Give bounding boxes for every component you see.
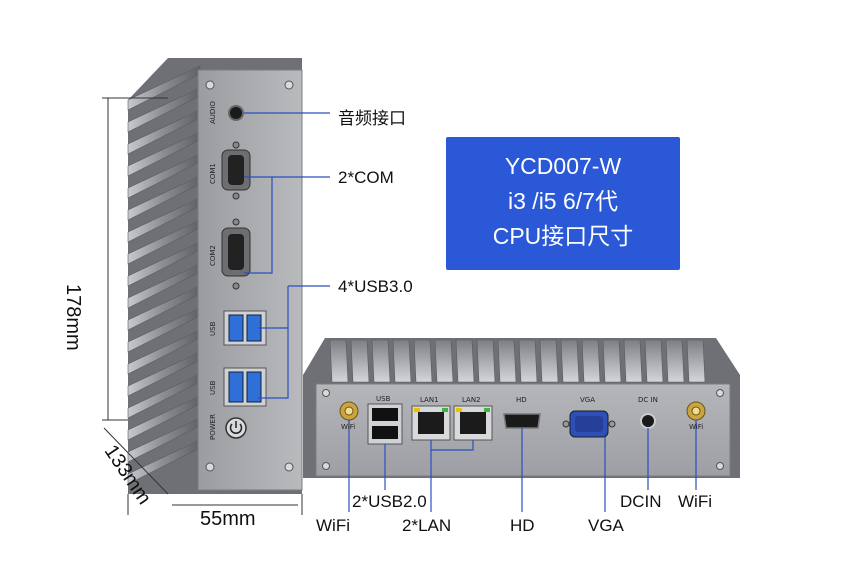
dc-in-jack-icon [640,413,656,429]
side-io-panel [197,69,303,491]
front-unit [303,338,740,478]
dimension-height: 178mm [62,284,84,351]
screw [284,80,294,90]
side-heatsink-fins [127,65,201,485]
side-label-com1: COM1 [209,163,217,184]
audio-jack-icon [228,105,244,121]
screw [716,389,724,397]
label-usb2: 2*USB2.0 [352,492,427,511]
label-lan: 2*LAN [402,516,452,535]
wifi-antenna-left-icon [339,401,359,421]
screw [205,462,215,472]
front-label-lan1: LAN1 [420,396,439,404]
callout-audio: 音频接口 [338,109,406,128]
wifi-antenna-right-icon [686,401,706,421]
badge-subtitle: CPU接口尺寸 [492,223,634,249]
callout-com: 2*COM [338,168,394,187]
front-label-usb: USB [376,395,391,403]
front-label-wifi-right: WiFi [689,423,704,431]
screw [322,462,330,470]
badge-model: YCD007-W [504,153,622,179]
product-badge: YCD007-W i3 /i5 6/7代 CPU接口尺寸 [446,137,680,270]
screw [322,389,330,397]
usb3-ports-bottom-icon [223,367,267,407]
front-label-hd: HD [516,396,527,404]
side-callout-lines [244,112,330,399]
power-button-icon [225,417,247,439]
front-label-lan2: LAN2 [462,396,481,404]
com2-port-icon [221,218,251,290]
dimension-width: 55mm [200,508,256,530]
hdmi-port-icon [503,413,541,429]
label-wifi-right: WiFi [678,492,712,511]
label-vga: VGA [588,516,624,535]
label-dcin: DCIN [620,492,662,511]
front-label-dcin: DC IN [638,396,658,404]
side-label-com2: COM2 [209,245,217,266]
com1-port-icon [221,141,251,200]
badge-cpu: i3 /i5 6/7代 [508,188,618,214]
screw [716,462,724,470]
screw [205,80,215,90]
side-label-power: POWER [209,414,217,440]
side-unit [127,58,303,494]
dimension-lines [102,97,303,515]
label-hd: HD [510,516,535,535]
side-label-usb-bottom: USB [209,380,217,395]
front-callout-lines [348,420,697,512]
lan1-port-icon [411,405,451,441]
label-wifi-left: WiFi [316,516,350,535]
lan2-port-icon [453,405,493,441]
usb2-ports-icon [367,403,403,445]
front-label-vga: VGA [580,396,596,404]
vga-port-icon [562,410,616,438]
side-label-usb-top: USB [209,321,217,336]
side-label-audio: AUDIO [209,101,217,124]
front-label-wifi-left: WiFi [341,423,356,431]
front-heatsink-fins [329,339,706,383]
screw [284,462,294,472]
callout-usb3: 4*USB3.0 [338,277,413,296]
